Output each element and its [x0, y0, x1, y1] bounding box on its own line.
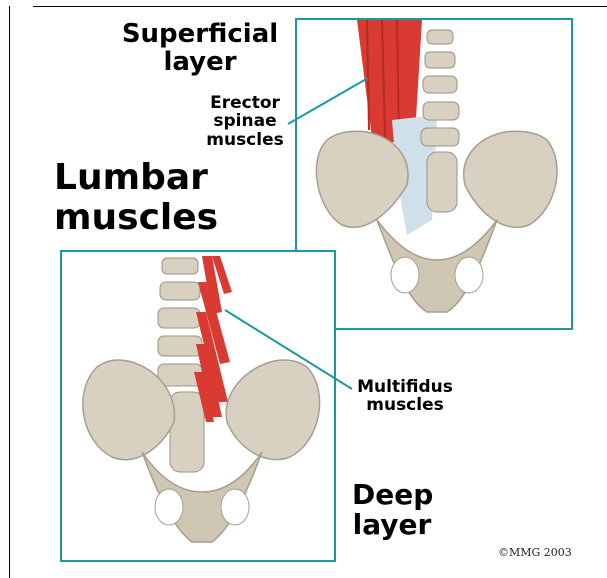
deep-line2: layer — [352, 510, 432, 540]
deep-line1: Deep — [352, 480, 432, 510]
lumbar-muscles-label: Lumbar muscles — [54, 158, 218, 237]
erector-line1: Erector — [200, 94, 290, 112]
multifidus-line2: muscles — [355, 396, 455, 414]
superficial-line1: Superficial — [112, 20, 288, 48]
multifidus-label: Multifidus muscles — [355, 378, 455, 415]
superficial-line2: layer — [112, 48, 288, 76]
lumbar-line1: Lumbar — [54, 158, 218, 198]
erector-spinae-label: Erector spinae muscles — [200, 94, 290, 149]
lumbar-line2: muscles — [54, 198, 218, 238]
multifidus-leader-line — [225, 310, 352, 389]
superficial-layer-label: Superficial layer — [112, 20, 288, 76]
erector-line2: spinae — [200, 112, 290, 130]
erector-leader-line — [288, 78, 368, 124]
multifidus-line1: Multifidus — [355, 378, 455, 396]
copyright-text: ©MMG 2003 — [498, 546, 572, 559]
erector-line3: muscles — [200, 131, 290, 149]
deep-layer-label: Deep layer — [352, 480, 432, 540]
